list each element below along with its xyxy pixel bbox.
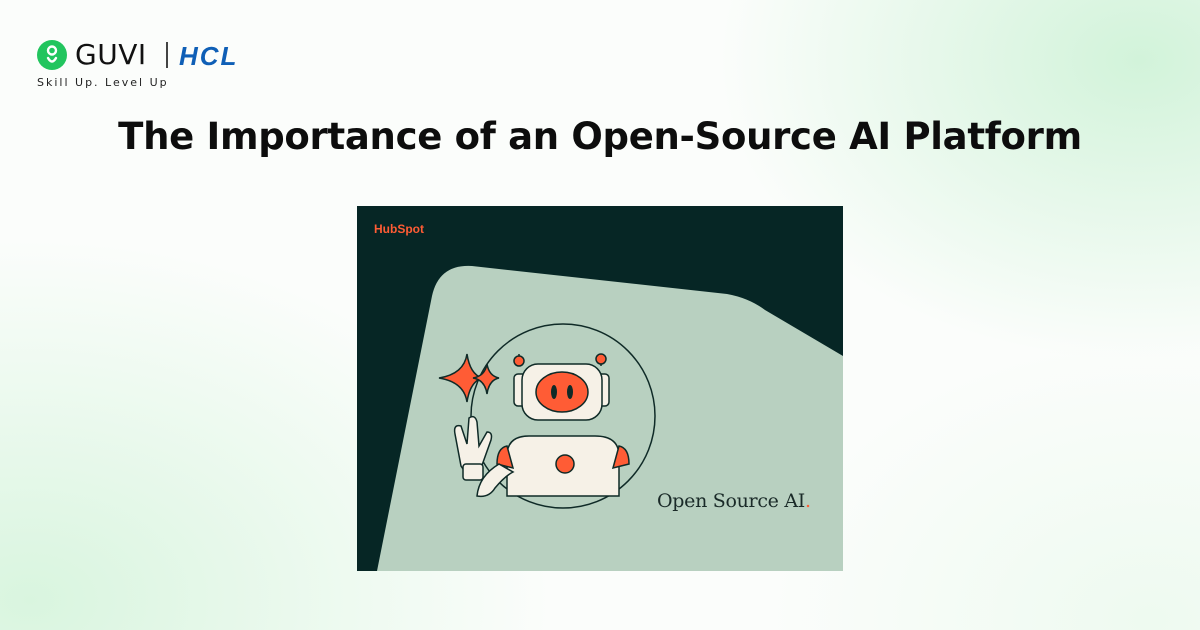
guvi-logo-icon[interactable] — [37, 40, 67, 70]
brand-tagline: Skill Up. Level Up — [37, 76, 169, 89]
brand-header: GUVI HCL Skill Up. Level Up — [37, 38, 337, 98]
sparkle-small-icon — [472, 363, 500, 395]
robot-chest-icon — [555, 454, 575, 474]
hubspot-badge: HubSpot — [374, 222, 424, 236]
antenna-left-icon — [513, 355, 525, 367]
hero-illustration — [357, 206, 843, 571]
robot-ring — [470, 323, 656, 509]
hero-caption-text: Open Source AI — [657, 490, 805, 512]
brand-divider — [166, 42, 168, 68]
sparkle-icon — [438, 353, 485, 403]
hero-panel — [377, 265, 843, 571]
hero-image: HubSpot Open Source AI. — [357, 206, 843, 571]
svg-text:HCL: HCL — [179, 44, 238, 68]
robot-face — [535, 371, 589, 413]
page-title: The Importance of an Open-Source AI Plat… — [118, 115, 1082, 158]
antenna-right-icon — [595, 353, 607, 365]
hero-caption-dot: . — [805, 490, 811, 512]
hcl-logo: HCL — [179, 44, 238, 68]
guvi-wordmark: GUVI — [75, 38, 147, 71]
hero-caption: Open Source AI. — [657, 490, 811, 512]
